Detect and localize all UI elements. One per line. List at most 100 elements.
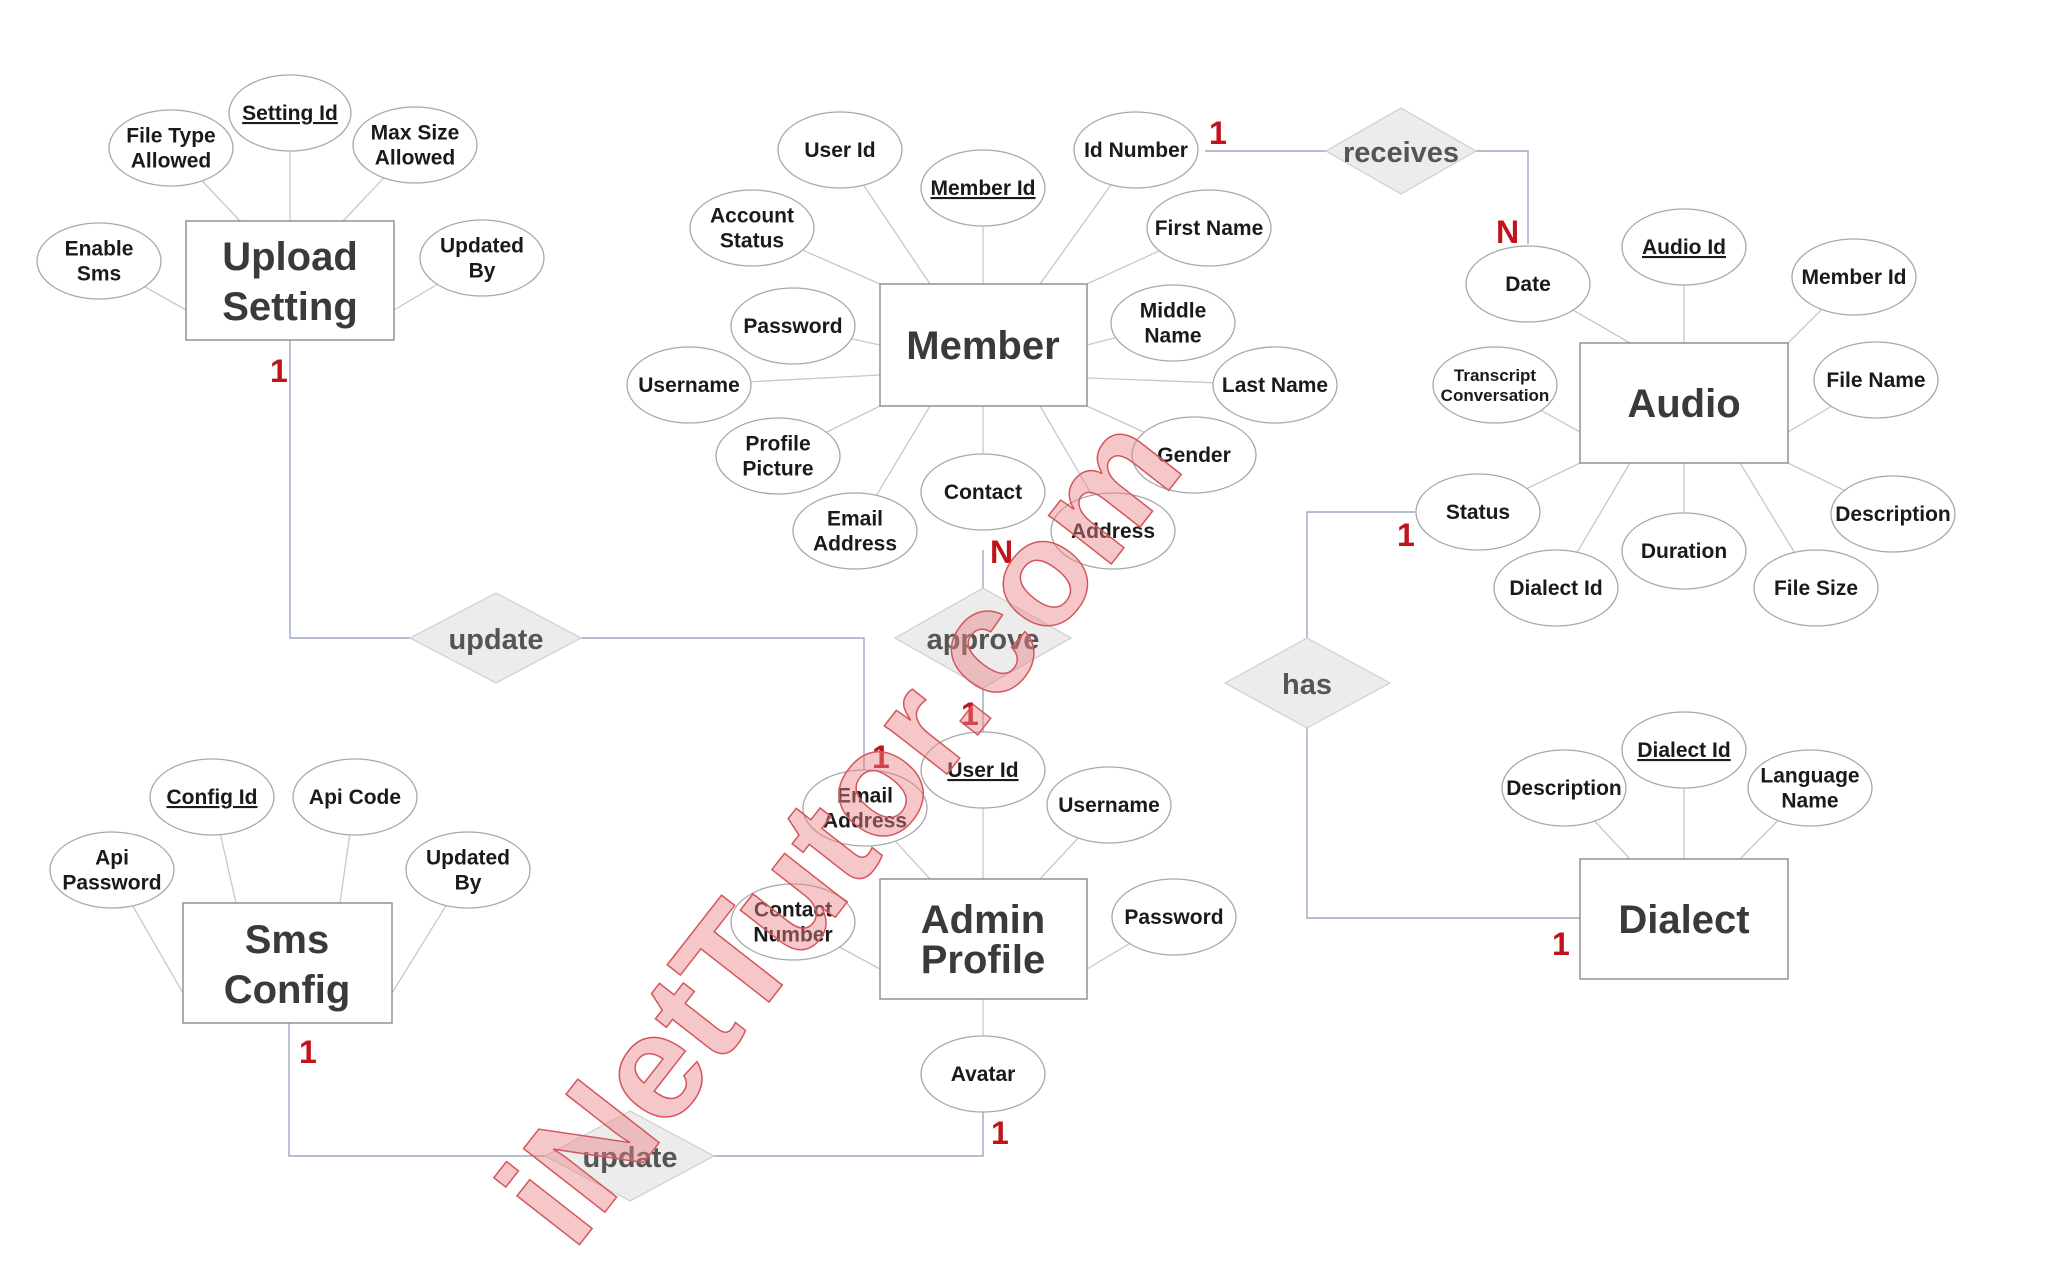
attribute-m-last-name: Last Name [1212, 346, 1338, 424]
attribute-label: Contact [944, 481, 1022, 504]
link-s-config-id [219, 834, 237, 904]
link-us-enable-sms [144, 286, 187, 311]
attribute-a-description: Description [1830, 475, 1956, 553]
attribute-label: By [469, 260, 496, 283]
attribute-label: Address [823, 810, 907, 833]
link-m-email [875, 405, 931, 496]
attribute-a-file-size: File Size [1753, 549, 1879, 627]
cardinality-update-admin: 1 [872, 739, 890, 775]
cardinality-sms-config: 1 [299, 1034, 317, 1070]
svg-text:Sms: Sms [245, 918, 330, 962]
attribute-label: Name [1781, 790, 1838, 813]
attribute-a-status: Status [1415, 473, 1541, 551]
entity-dialect: Dialect [1579, 858, 1789, 980]
connector-update-admin [581, 637, 865, 792]
attribute-a-duration: Duration [1621, 512, 1747, 590]
cardinality-labels: 1 N 1 N 1 1 1 1 1 1 [270, 115, 1570, 1151]
attribute-label: Profile [745, 433, 810, 456]
attribute-m-id-number: Id Number [1073, 111, 1199, 189]
link-m-middle-name [1086, 337, 1116, 346]
relationship-update-upload: update [408, 592, 583, 684]
link-m-last-name [1086, 377, 1214, 384]
attribute-label: Duration [1641, 540, 1727, 563]
link-a-status [1526, 462, 1581, 490]
attribute-label: Conversation [1441, 386, 1550, 405]
attribute-a-date: Date [1465, 245, 1591, 323]
attribute-label: User Id [947, 759, 1018, 782]
cardinality-dialect: 1 [1552, 926, 1570, 962]
attribute-ap-user-id: User Id [920, 731, 1046, 809]
attribute-label: Email [827, 508, 883, 531]
attribute-label: Id Number [1084, 139, 1188, 162]
attribute-label: Audio Id [1642, 236, 1726, 259]
entity-upload-setting: Upload Setting [185, 220, 395, 341]
link-ap-contact-number [839, 946, 881, 970]
link-a-transcript [1540, 409, 1581, 433]
link-m-password [851, 338, 881, 346]
attribute-label: Contact [754, 899, 832, 922]
attribute-label: Member Id [1801, 266, 1906, 289]
attribute-label: File Size [1774, 577, 1858, 600]
attribute-label: Transcript [1454, 366, 1537, 385]
attribute-m-address: Address [1050, 492, 1176, 570]
link-s-updated-by [391, 905, 447, 994]
attribute-label: Status [720, 230, 784, 253]
attribute-label: Address [1071, 520, 1155, 543]
attribute-m-first-name: First Name [1146, 189, 1272, 267]
link-m-account-status [802, 249, 881, 285]
attribute-d-description: Description [1501, 749, 1627, 827]
attribute-label: Allowed [375, 147, 456, 170]
link-m-first-name [1086, 250, 1160, 285]
attribute-label: Config Id [167, 786, 258, 809]
relationship-receives: receives [1324, 107, 1478, 195]
svg-text:approve: approve [927, 624, 1040, 656]
entity-audio: Audio [1579, 342, 1789, 464]
relationship-approve: approve [893, 587, 1073, 689]
svg-text:Dialect: Dialect [1618, 898, 1749, 942]
attribute-m-member-id: Member Id [920, 149, 1046, 227]
link-ap-email [894, 840, 931, 880]
attribute-label: Email [837, 785, 893, 808]
svg-text:has: has [1282, 669, 1332, 701]
attribute-label: Number [753, 924, 832, 947]
relationship-has: has [1223, 637, 1392, 729]
attribute-label: Username [638, 374, 740, 397]
cardinality-member-approve: N [990, 534, 1013, 570]
attribute-label: Middle [1140, 300, 1207, 323]
attribute-ap-password: Password [1111, 878, 1237, 956]
attribute-label: Enable [65, 238, 134, 261]
link-ap-password [1086, 942, 1130, 970]
attribute-label: Account [710, 205, 794, 228]
svg-text:receives: receives [1343, 137, 1459, 169]
connector-update-avatar [714, 1104, 984, 1157]
svg-text:Config: Config [224, 968, 351, 1012]
entity-admin-profile: Admin Profile [879, 878, 1088, 1000]
cardinality-audio-has: 1 [1397, 517, 1415, 553]
link-m-gender [1086, 405, 1145, 433]
attribute-label: Setting Id [242, 102, 338, 125]
attribute-us-setting-id: Setting Id [228, 74, 352, 152]
attribute-label: Allowed [131, 150, 212, 173]
link-a-description [1787, 462, 1845, 491]
link-m-user-id [863, 184, 931, 285]
attribute-ap-username: Username [1046, 766, 1172, 844]
attribute-label: Date [1505, 273, 1551, 296]
link-a-file-size [1739, 462, 1795, 553]
svg-text:update: update [582, 1142, 677, 1174]
link-s-api-code [339, 834, 351, 904]
svg-text:Setting: Setting [222, 285, 358, 329]
link-m-id-number [1039, 184, 1112, 285]
attribute-label: Dialect Id [1509, 577, 1602, 600]
svg-text:Upload: Upload [222, 235, 358, 279]
